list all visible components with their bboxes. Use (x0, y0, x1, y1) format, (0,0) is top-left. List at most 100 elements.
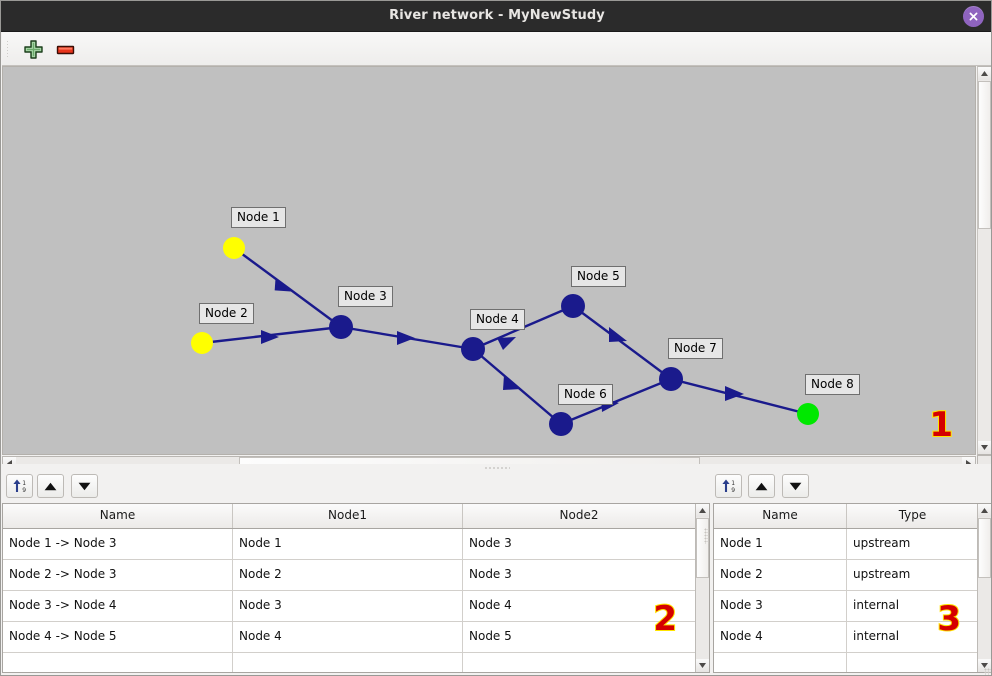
graph-edges-layer (201, 247, 809, 426)
svg-text:1: 1 (22, 480, 26, 487)
nodes-cell[interactable]: Node 1 (714, 529, 847, 559)
horizontal-splitter[interactable] (2, 464, 991, 472)
window-title: River network - MyNewStudy (389, 8, 605, 23)
nodes-cell[interactable] (847, 653, 978, 672)
green-plus-icon (23, 39, 43, 59)
links-cell[interactable]: Node 5 (469, 629, 512, 643)
links-column-header[interactable]: Node1 (233, 504, 463, 528)
graph-node-node-4[interactable] (461, 337, 485, 361)
canvas-vscroll-thumb[interactable] (978, 81, 991, 229)
nodes-move-down-button[interactable] (782, 474, 809, 498)
links-scroll-thumb[interactable] (696, 518, 709, 578)
graph-node-node-2[interactable] (191, 332, 213, 354)
links-cell[interactable]: Node 2 -> Node 3 (3, 560, 233, 590)
nodes-cell[interactable]: Node 4 (714, 622, 847, 652)
table-row[interactable]: Node 1 upstream (714, 529, 991, 560)
table-row[interactable]: Node 3 internal (714, 591, 991, 622)
arrow-down-icon (78, 482, 91, 490)
arrow-up-icon (755, 482, 768, 490)
nodes-cell[interactable]: internal (853, 629, 900, 643)
links-cell[interactable]: Node 1 (233, 529, 463, 559)
scroll-up-icon[interactable] (978, 67, 991, 80)
links-scroll-up-icon[interactable] (696, 504, 709, 517)
edge-arrow-node1-node3 (274, 277, 293, 292)
toolbar (2, 32, 991, 66)
canvas-vertical-scrollbar[interactable] (977, 66, 991, 455)
links-cell[interactable] (463, 653, 695, 672)
links-cell[interactable]: Node 2 (233, 560, 463, 590)
table-row[interactable]: Node 4 internal (714, 622, 991, 653)
links-cell[interactable]: Node 1 -> Node 3 (3, 529, 233, 559)
links-move-up-button[interactable] (37, 474, 64, 498)
nodes-table-scrollbar[interactable] (977, 504, 991, 672)
svg-text:9: 9 (22, 487, 26, 494)
graph-node-node-7[interactable] (659, 367, 683, 391)
arrow-down-icon (789, 482, 802, 490)
links-cell[interactable]: Node 3 (233, 591, 463, 621)
resize-grip[interactable] (984, 668, 991, 675)
nodes-scroll-thumb[interactable] (978, 518, 991, 578)
nodes-column-header[interactable]: Type (898, 508, 927, 522)
titlebar: River network - MyNewStudy (1, 1, 991, 32)
add-node-button[interactable] (20, 37, 46, 61)
nodes-column-header[interactable]: Name (714, 504, 847, 528)
graph-watermark: 1 (928, 405, 954, 445)
edge-node6-node7 (560, 377, 672, 426)
graph-node-label-node-2: Node 2 (199, 303, 254, 324)
nodes-cell[interactable]: upstream (853, 567, 911, 581)
links-cell[interactable]: Node 4 (233, 622, 463, 652)
close-icon[interactable] (963, 6, 984, 27)
svg-text:9: 9 (731, 487, 735, 494)
links-cell[interactable] (3, 653, 233, 672)
table-row[interactable] (3, 653, 709, 672)
sort-ascending-icon: 1 9 (12, 479, 26, 494)
links-cell[interactable] (233, 653, 463, 672)
edge-arrow-node4-node6 (503, 375, 521, 390)
nodes-cell[interactable]: Node 2 (714, 560, 847, 590)
nodes-move-up-button[interactable] (748, 474, 775, 498)
links-cell[interactable]: Node 4 (469, 598, 512, 612)
nodes-watermark: 3 (936, 599, 962, 639)
scroll-down-icon[interactable] (978, 441, 991, 454)
table-row[interactable] (714, 653, 991, 672)
nodes-cell[interactable]: upstream (853, 536, 911, 550)
links-column-header[interactable]: Name (3, 504, 233, 528)
edge-arrow-node4-node5 (497, 337, 516, 350)
nodes-cell[interactable]: Node 3 (714, 591, 847, 621)
links-cell[interactable]: Node 3 -> Node 4 (3, 591, 233, 621)
nodes-sort-button[interactable]: 1 9 (715, 474, 742, 498)
graph-node-node-8[interactable] (797, 403, 819, 425)
nodes-cell[interactable] (714, 653, 847, 672)
links-scroll-down-icon[interactable] (696, 659, 709, 672)
graph-node-label-node-5: Node 5 (571, 266, 626, 287)
links-cell[interactable]: Node 3 (469, 536, 512, 550)
links-cell[interactable]: Node 3 (469, 567, 512, 581)
nodes-cell[interactable]: internal (853, 598, 900, 612)
table-row[interactable]: Node 2 upstream (714, 560, 991, 591)
graph-node-label-node-3: Node 3 (338, 286, 393, 307)
vertical-splitter-grip[interactable] (704, 528, 709, 544)
graph-node-node-1[interactable] (223, 237, 245, 259)
graph-node-node-6[interactable] (549, 412, 573, 436)
links-cell[interactable]: Node 4 -> Node 5 (3, 622, 233, 652)
toolbar-grip[interactable] (6, 40, 10, 58)
arrow-up-icon (44, 482, 57, 490)
graph-node-node-3[interactable] (329, 315, 353, 339)
links-move-down-button[interactable] (71, 474, 98, 498)
links-sort-button[interactable]: 1 9 (6, 474, 33, 498)
links-column-header[interactable]: Node2 (559, 508, 599, 522)
graph-node-node-5[interactable] (561, 294, 585, 318)
nodes-scroll-up-icon[interactable] (978, 504, 991, 517)
delete-node-button[interactable] (52, 37, 78, 61)
